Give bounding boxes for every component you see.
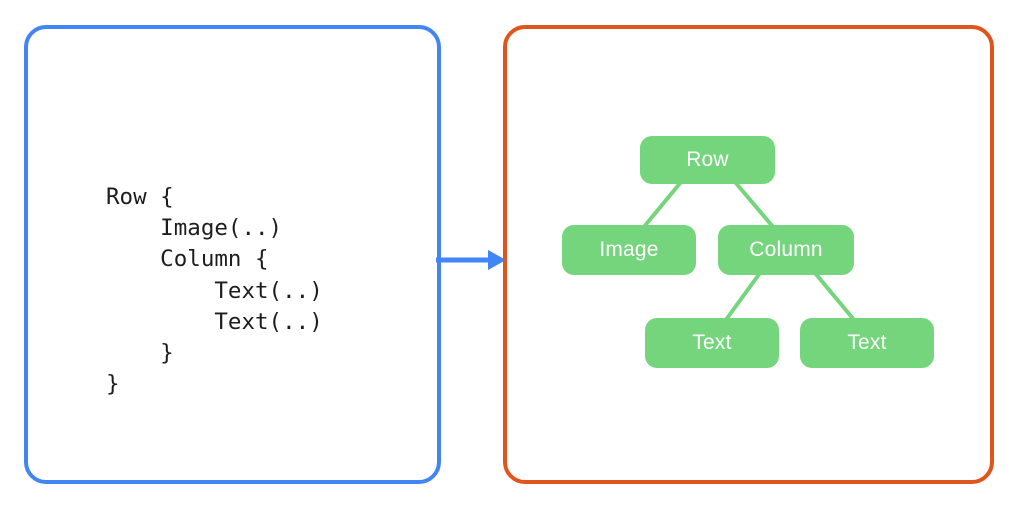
edge-row-image: [641, 180, 683, 230]
tree-node-text-1[interactable]: Text: [645, 318, 779, 368]
tree-node-image[interactable]: Image: [562, 225, 696, 275]
ui-tree-edges: [641, 180, 857, 323]
edge-column-text1: [723, 271, 762, 323]
composable-code-snippet: Row { Image(..) Column { Text(..) Text(.…: [106, 184, 323, 398]
composable-code-panel: Row { Image(..) Column { Text(..) Text(.…: [24, 25, 441, 484]
ui-tree-nodes: Row Image Column Text Text: [503, 25, 994, 484]
edge-row-column: [733, 180, 776, 230]
edge-column-text2: [813, 271, 857, 323]
transforms-into-arrow: [436, 250, 506, 270]
arrow-head: [488, 250, 506, 270]
tree-node-column[interactable]: Column: [718, 225, 854, 275]
tree-node-text-2[interactable]: Text: [800, 318, 934, 368]
tree-node-row[interactable]: Row: [640, 136, 775, 184]
